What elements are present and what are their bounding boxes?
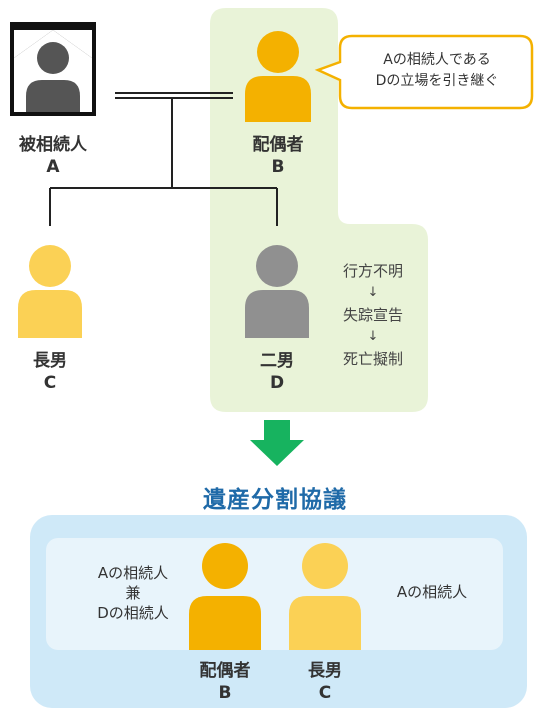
deceased-portrait [10,22,96,116]
result-inner-box [46,538,503,650]
deceased-label: 被相続人 A [0,134,106,178]
down-arrow-icon [250,420,304,466]
eldest-son-id: C [43,373,57,393]
result-spouse-id: B [218,683,232,703]
second-son-person-icon [245,245,309,338]
eldest-son-person-icon [18,245,82,338]
status-arrow-1: ↓ [367,285,379,300]
eldest-son-role: 長男 [33,351,67,371]
spouse-person-icon [245,31,311,122]
bubble-line-1: Aの相続人である [383,52,491,68]
result-spouse-role: 配偶者 [199,661,251,681]
section-title: 遺産分割協議 [203,487,347,513]
second-son-role: 二男 [260,351,294,371]
result-son-note: Aの相続人 [396,583,468,601]
result-spouse-note-line-3: Dの相続人 [97,604,169,622]
result-son-id: C [318,683,332,703]
result-spouse-note-line-1: Aの相続人 [97,564,169,582]
second-son-id: D [269,373,285,393]
result-spouse-label: 配偶者 B [175,660,275,704]
bubble-line-2: Dの立場を引き継ぐ [375,73,499,89]
result-son-person-icon [289,543,361,650]
result-spouse-person-icon [189,543,261,650]
result-son-role: 長男 [308,661,342,681]
speech-bubble [314,34,534,110]
result-son-label: 長男 C [275,660,375,704]
status-step-3: 死亡擬制 [342,350,403,368]
spouse-id: B [271,157,285,177]
spouse-label: 配偶者 B [228,134,328,178]
speech-bubble-text: Aの相続人である Dの立場を引き継ぐ [342,50,532,92]
result-spouse-note-line-2: 兼 [125,584,141,602]
status-step-1: 行方不明 [342,262,403,280]
deceased-role: 被相続人 [19,135,87,155]
spouse-role: 配偶者 [252,135,304,155]
second-son-label: 二男 D [227,350,327,394]
status-steps: 行方不明 ↓ 失踪宣告 ↓ 死亡擬制 [328,258,418,372]
eldest-son-label: 長男 C [0,350,100,394]
result-spouse-note: Aの相続人 兼 Dの相続人 [72,563,194,623]
status-step-2: 失踪宣告 [342,306,403,324]
status-arrow-2: ↓ [367,329,379,344]
deceased-id: A [46,157,60,177]
